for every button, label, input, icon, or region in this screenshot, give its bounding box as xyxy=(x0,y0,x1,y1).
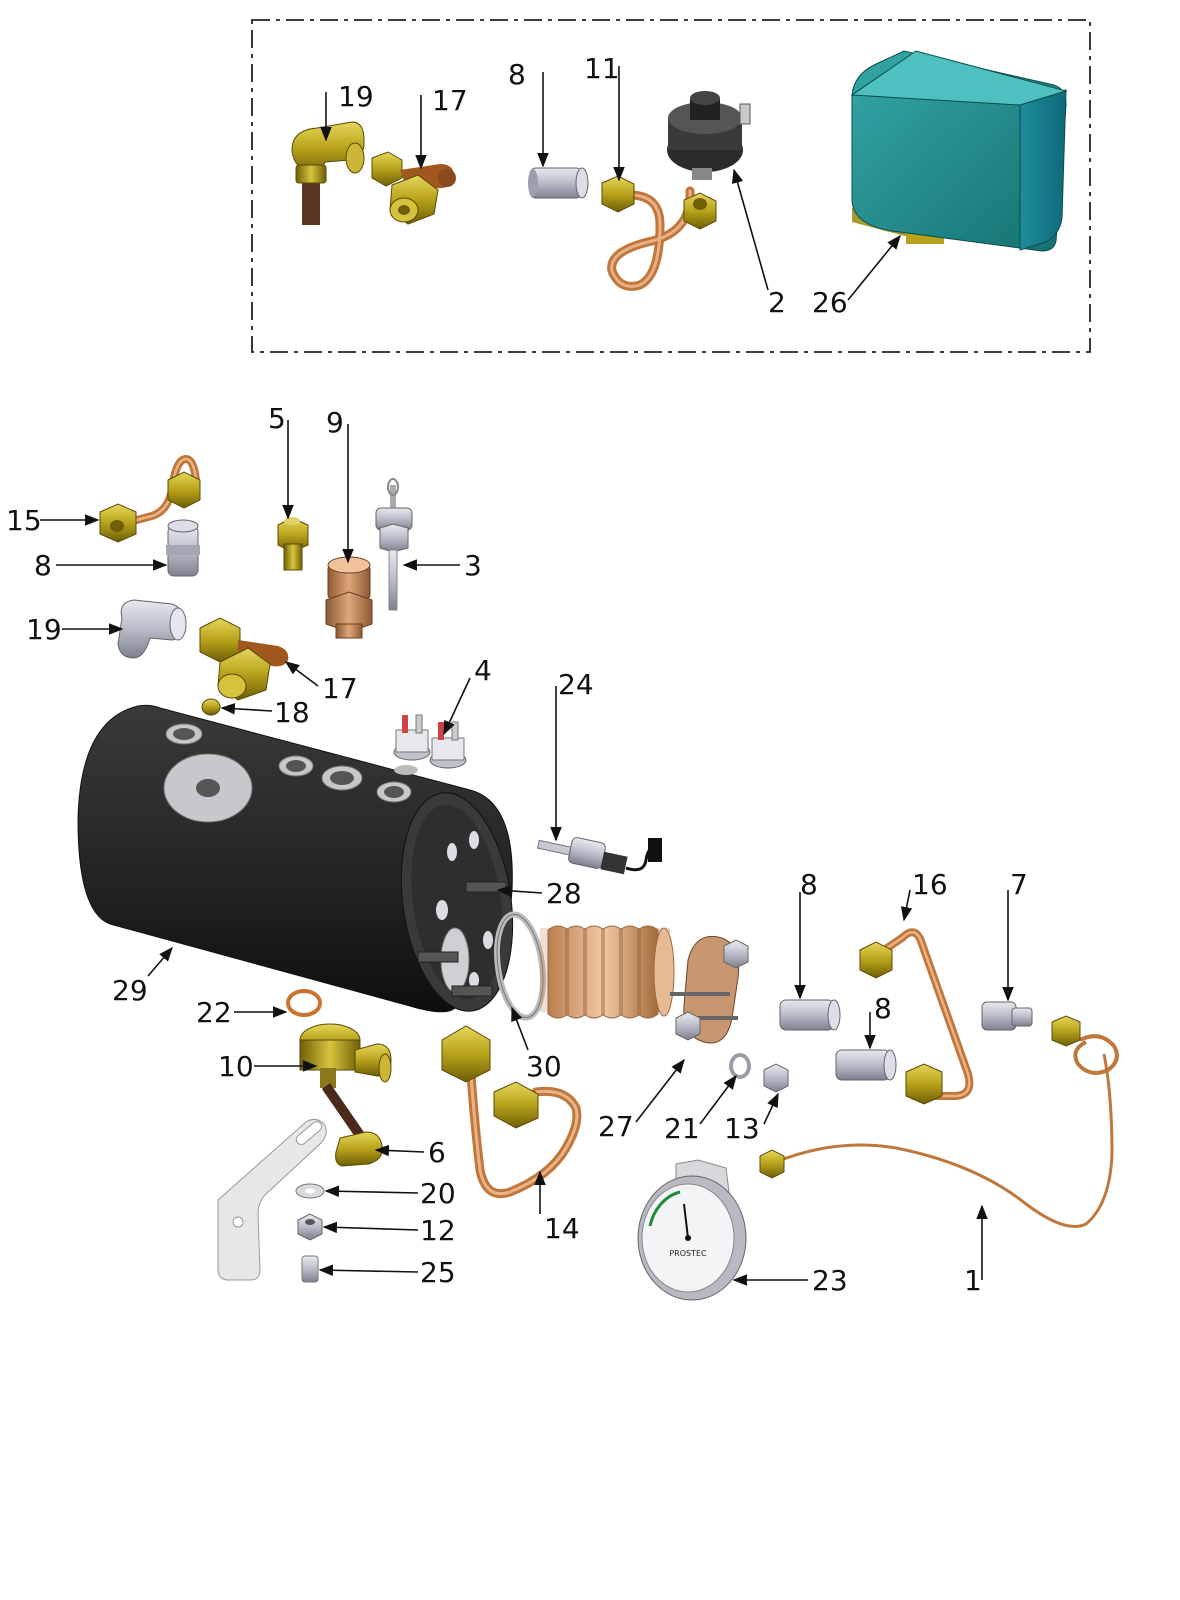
part-25-spacer xyxy=(301,1255,319,1283)
callout-30: 30 xyxy=(526,1050,562,1083)
callout-5: 5 xyxy=(268,402,286,435)
part-29-boiler xyxy=(77,704,514,1013)
callout-20: 20 xyxy=(420,1177,456,1210)
part-9-safety-valve xyxy=(325,556,373,639)
part-8-adapter-center xyxy=(779,999,841,1031)
callout-12: 12 xyxy=(420,1214,456,1247)
part-21-washer xyxy=(729,1053,751,1079)
part-27-flange xyxy=(670,935,749,1044)
part-22-oring xyxy=(286,989,322,1017)
part-11-pigtail-kit xyxy=(601,175,717,291)
callout-19-kit: 19 xyxy=(338,80,374,113)
callout-7: 7 xyxy=(1010,868,1028,901)
part-1-capillary xyxy=(759,1015,1119,1228)
part-5-brass-plug xyxy=(277,517,309,571)
part-26-control-box xyxy=(850,50,1068,252)
callout-29: 29 xyxy=(112,974,148,1007)
part-18-small-plug xyxy=(201,698,221,716)
part-7-adapter xyxy=(981,1001,1033,1031)
part-4-thermostats xyxy=(393,714,467,769)
part-19-elbow-kit xyxy=(291,121,365,225)
callout-28: 28 xyxy=(546,877,582,910)
part-17-valve-lower xyxy=(199,617,289,701)
callout-8-lower: 8 xyxy=(874,992,892,1025)
callout-8-center: 8 xyxy=(800,868,818,901)
callout-9: 9 xyxy=(326,406,344,439)
part-24-temperature-sensor xyxy=(536,837,662,875)
callout-19-lower: 19 xyxy=(26,613,62,646)
part-8-adapter-kit xyxy=(528,167,589,199)
gauge-brand-label: PROSTEC xyxy=(669,1249,707,1258)
part-15-pipe-bend xyxy=(99,454,201,543)
callout-10: 10 xyxy=(218,1050,254,1083)
leader-lines xyxy=(40,66,1014,1286)
part-20-washer xyxy=(295,1183,325,1199)
part-16-pipe-triangle xyxy=(859,928,974,1105)
part-8-adapter-lower xyxy=(835,1049,897,1081)
part-14-pipe-loop xyxy=(441,1025,582,1199)
part-23-pressure-gauge: PROSTEC xyxy=(637,1159,747,1301)
callout-17-lower: 17 xyxy=(322,672,358,705)
part-8-adapter-left xyxy=(166,519,200,577)
callout-24: 24 xyxy=(558,668,594,701)
callout-3: 3 xyxy=(464,549,482,582)
callout-4: 4 xyxy=(474,654,492,687)
part-10-tee-valve xyxy=(299,1023,392,1088)
callout-21: 21 xyxy=(664,1112,700,1145)
part-6-elbow-fitting xyxy=(321,1083,383,1167)
callout-14: 14 xyxy=(544,1212,580,1245)
callout-8-left: 8 xyxy=(34,549,52,582)
callout-1: 1 xyxy=(964,1264,982,1297)
part-12-nut xyxy=(297,1213,323,1241)
part-13-nut xyxy=(763,1063,789,1093)
callout-16: 16 xyxy=(912,868,948,901)
callout-25: 25 xyxy=(420,1256,456,1289)
callout-27: 27 xyxy=(598,1110,634,1143)
part-28-studs xyxy=(417,881,507,997)
callout-11-kit: 11 xyxy=(584,52,620,85)
callout-17-kit: 17 xyxy=(432,84,468,117)
callout-18: 18 xyxy=(274,696,310,729)
part-17-valve-kit xyxy=(371,151,456,225)
callout-22: 22 xyxy=(196,996,232,1029)
part-2-pressure-switch xyxy=(667,91,751,180)
callout-15: 15 xyxy=(6,504,42,537)
callout-labels: 19 17 8 11 2 26 5 9 15 8 3 19 17 4 18 24… xyxy=(6,52,1028,1297)
callout-13: 13 xyxy=(724,1112,760,1145)
heating-element-coil xyxy=(540,925,675,1019)
callout-2-kit: 2 xyxy=(768,286,786,319)
part-19-elbow-lower xyxy=(117,599,187,659)
callout-26-kit: 26 xyxy=(812,286,848,319)
part-3-level-probe xyxy=(375,478,413,611)
callout-8-kit: 8 xyxy=(508,58,526,91)
mounting-bracket xyxy=(217,1118,327,1281)
callout-6: 6 xyxy=(428,1136,446,1169)
kit-box-frame xyxy=(251,19,1091,353)
callout-23: 23 xyxy=(812,1264,848,1297)
